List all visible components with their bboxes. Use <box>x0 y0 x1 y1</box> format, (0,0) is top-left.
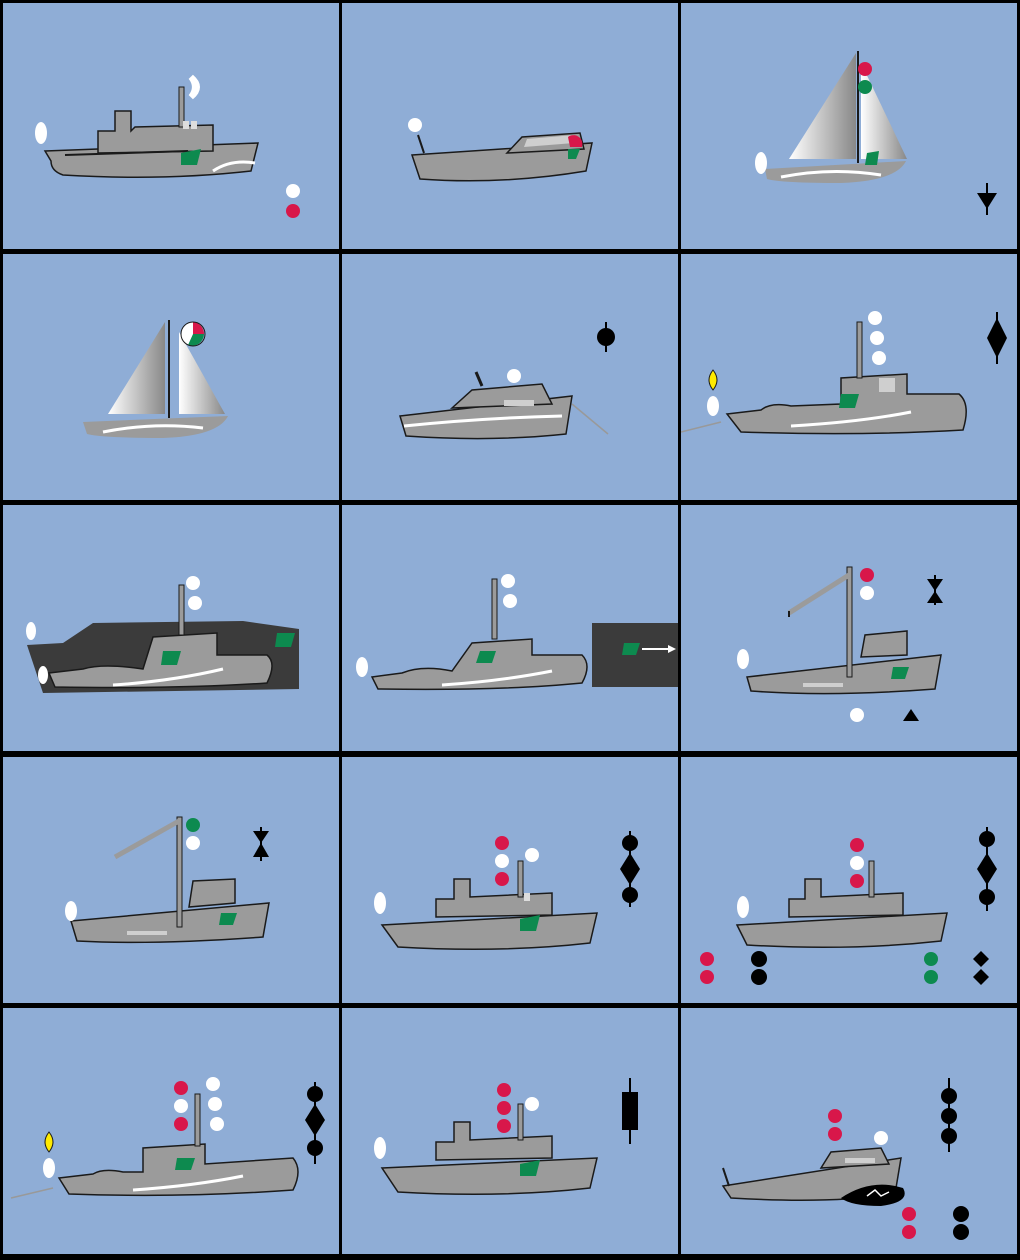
panel-3-drawing <box>681 3 1017 249</box>
panel-10-drawing <box>3 757 339 1003</box>
panel-9 <box>681 505 1017 751</box>
cylinder-shape <box>622 1078 638 1144</box>
yellow-towing-light <box>709 370 717 390</box>
panel-2 <box>342 3 678 249</box>
anchor-line <box>572 404 608 434</box>
white-light <box>286 184 300 198</box>
panel-4 <box>3 254 339 500</box>
red-light <box>858 62 872 76</box>
panel-12 <box>681 757 1017 1003</box>
diamond-shape <box>987 312 1007 364</box>
all-round-white-light <box>408 118 422 132</box>
panel-6-drawing <box>681 254 1017 500</box>
two-cones-shape <box>927 575 943 605</box>
panel-7 <box>3 505 339 751</box>
panel-14-drawing <box>342 1008 678 1254</box>
panel-4-drawing <box>3 254 339 500</box>
panel-1-drawing <box>3 3 339 249</box>
panel-12-drawing <box>681 757 1017 1003</box>
green-light-clear-side <box>924 952 938 966</box>
panel-15 <box>681 1008 1017 1254</box>
white-light <box>186 836 200 850</box>
jib <box>861 63 907 159</box>
red-light <box>286 204 300 218</box>
two-cones-shape <box>253 827 269 861</box>
two-diamonds-shape <box>973 951 989 967</box>
red-light <box>860 568 874 582</box>
panel-11 <box>342 757 678 1003</box>
panel-13 <box>3 1008 339 1254</box>
panel-11-drawing <box>342 757 678 1003</box>
red-light-foul-side <box>700 952 714 966</box>
panel-8 <box>342 505 678 751</box>
two-balls-shape <box>751 951 767 967</box>
panel-9-drawing <box>681 505 1017 751</box>
ball-diamond-ball-shape <box>620 831 640 907</box>
masthead-light <box>191 77 197 97</box>
tow-line <box>681 422 721 432</box>
panel-6 <box>681 254 1017 500</box>
tricolor-light <box>181 322 205 346</box>
panel-1 <box>3 3 339 249</box>
green-light <box>858 80 872 94</box>
ball-shape <box>597 322 615 352</box>
stern-light <box>35 122 47 144</box>
panel-7-drawing <box>3 505 339 751</box>
green-light <box>186 818 200 832</box>
panel-2-drawing <box>342 3 678 249</box>
panel-8-drawing <box>342 505 678 751</box>
panel-15-drawing <box>681 1008 1017 1254</box>
three-balls-shape <box>941 1078 957 1152</box>
cone-point-down-shape <box>977 183 997 215</box>
panel-14 <box>342 1008 678 1254</box>
mainsail <box>789 53 856 159</box>
panel-5-drawing <box>342 254 678 500</box>
power-vessel <box>45 87 258 177</box>
white-light <box>860 586 874 600</box>
anchor-light <box>507 369 521 383</box>
ball-diamond-ball-shape <box>977 827 997 911</box>
panel-13-drawing <box>3 1008 339 1254</box>
panel-5 <box>342 254 678 500</box>
masthead-lights <box>868 311 886 365</box>
ball-diamond-ball-shape <box>305 1082 325 1164</box>
cone-point-up <box>903 709 919 721</box>
panel-3 <box>681 3 1017 249</box>
panel-10 <box>3 757 339 1003</box>
